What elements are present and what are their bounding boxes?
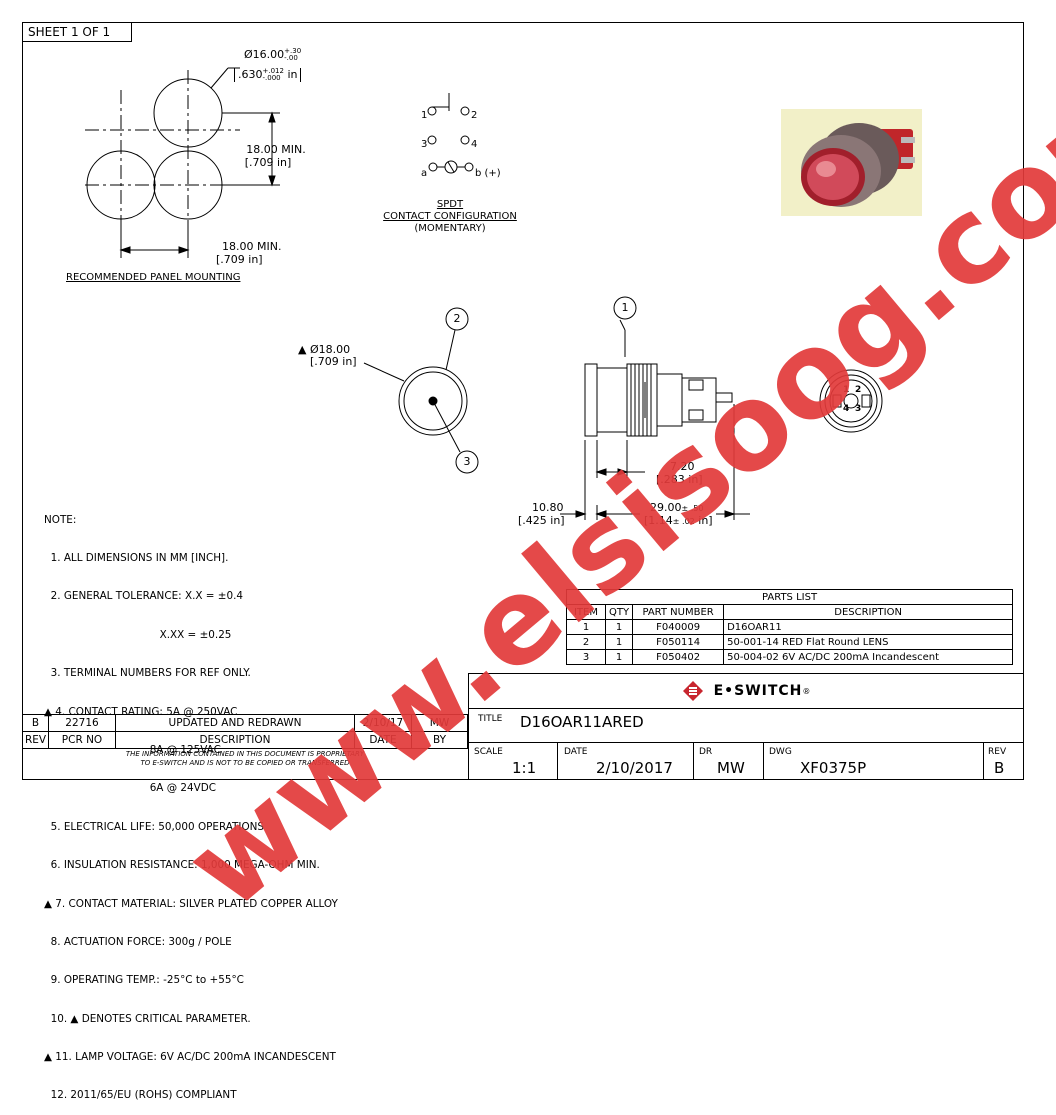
note-line: 1. ALL DIMENSIONS IN MM [INCH]. bbox=[44, 551, 229, 564]
scale-value: 1:1 bbox=[512, 759, 537, 777]
contact-terminal-4: 4 bbox=[471, 139, 478, 150]
balloon-3: 3 bbox=[463, 455, 471, 468]
table-row: 3 1 F050402 50-004-02 6V AC/DC 200mA Inc… bbox=[566, 649, 1014, 665]
balloon-1: 1 bbox=[621, 301, 629, 314]
panel-horizontal-dim: 18.00 MIN. [.709 in] bbox=[216, 240, 282, 266]
note-line: ▲ 7. CONTACT MATERIAL: SILVER PLATED COP… bbox=[44, 897, 338, 910]
parts-list-table: PARTS LIST ITEM QTY PART NUMBER DESCRIPT… bbox=[565, 589, 1014, 665]
note-line: 8A @ 125VAC bbox=[44, 743, 221, 756]
front-dia-inch-label: [.709 in] bbox=[310, 355, 357, 368]
eswitch-logo-icon bbox=[682, 681, 703, 701]
table-row: 1 1 F040009 D16OAR11 bbox=[566, 619, 1014, 635]
contact-terminal-a: a bbox=[421, 168, 428, 179]
title-block-bottom: SCALE 1:1 DATE 2/10/2017 DR MW DWG XF037… bbox=[468, 743, 1024, 780]
panel-mounting-drawing bbox=[85, 67, 280, 258]
contact-terminal-b: b (+) bbox=[475, 168, 501, 179]
note-line: NOTE: bbox=[44, 513, 77, 526]
dim-29-00: 29.00± .50 [1.14± .02 in] bbox=[644, 501, 713, 527]
notes-block: NOTE: 1. ALL DIMENSIONS IN MM [INCH]. 2.… bbox=[44, 488, 338, 1115]
drawn-by-value: MW bbox=[717, 759, 745, 777]
brand-name: E•SWITCH bbox=[713, 683, 803, 699]
contact-caption: SPDT CONTACT CONFIGURATION (MOMENTARY) bbox=[383, 199, 517, 234]
drawing-title: D16OAR11ARED bbox=[520, 713, 644, 731]
rear-terminal-1: 1 bbox=[843, 385, 850, 395]
brand-reg: ® bbox=[802, 686, 811, 696]
rev-value: B bbox=[994, 759, 1005, 777]
rear-terminal-4: 4 bbox=[843, 404, 850, 414]
note-line: 3. TERMINAL NUMBERS FOR REF ONLY. bbox=[44, 667, 251, 680]
dwg-number-value: XF0375P bbox=[800, 759, 867, 777]
panel-mounting-caption: RECOMMENDED PANEL MOUNTING bbox=[66, 272, 241, 283]
contact-terminal-3: 3 bbox=[421, 139, 428, 150]
front-view-drawing bbox=[363, 307, 479, 474]
dim-10-80: 10.80 [.425 in] bbox=[518, 501, 565, 527]
title-row: TITLE D16OAR11ARED bbox=[468, 709, 1024, 743]
note-line: 8. ACTUATION FORCE: 300g / POLE bbox=[44, 935, 232, 948]
contact-terminal-1: 1 bbox=[421, 110, 428, 121]
parts-list-title: PARTS LIST bbox=[565, 589, 1014, 605]
note-line: X.XX = ±0.25 bbox=[44, 628, 232, 641]
side-view-drawing bbox=[560, 296, 750, 520]
note-line: 10. ▲ DENOTES CRITICAL PARAMETER. bbox=[44, 1012, 251, 1025]
panel-dia-label: Ø16.00+.30-.00 bbox=[244, 47, 302, 62]
drawing-canvas bbox=[85, 67, 883, 520]
revision-table: B 22716 UPDATED AND REDRAWN 2/10/17 MW R… bbox=[22, 714, 468, 780]
note-line: 9. OPERATING TEMP.: -25°C to +55°C bbox=[44, 974, 244, 987]
brand-row: E•SWITCH® bbox=[468, 673, 1024, 709]
rear-view-drawing bbox=[819, 369, 883, 433]
table-row: 2 1 F050114 50-001-14 RED Flat Round LEN… bbox=[566, 634, 1014, 650]
note-line: 6. INSULATION RESISTANCE: 1,000 MEGA-OHM… bbox=[44, 859, 320, 872]
panel-vertical-dim: 18.00 MIN. [.709 in] bbox=[244, 143, 306, 169]
rear-terminal-2: 2 bbox=[855, 385, 862, 395]
balloon-2: 2 bbox=[453, 312, 461, 325]
dim-7-20: 7.20 [.283 in] bbox=[656, 460, 703, 486]
title-block-divider bbox=[468, 673, 469, 780]
note-line: 5. ELECTRICAL LIFE: 50,000 OPERATIONS bbox=[44, 820, 265, 833]
note-line: ▲ 11. LAMP VOLTAGE: 6V AC/DC 200mA INCAN… bbox=[44, 1051, 336, 1064]
sheet-frame bbox=[22, 22, 1024, 780]
product-photo bbox=[781, 109, 922, 216]
disclaimer: THE INFORMATION CONTAINED IN THIS DOCUME… bbox=[125, 750, 365, 767]
contact-schematic bbox=[427, 93, 474, 174]
note-line: 12. 2011/65/EU (ROHS) COMPLIANT bbox=[44, 1089, 237, 1102]
note-line: 6A @ 24VDC bbox=[44, 782, 216, 795]
note-line: 2. GENERAL TOLERANCE: X.X = ±0.4 bbox=[44, 590, 244, 603]
contact-terminal-2: 2 bbox=[471, 110, 478, 121]
sheet-label: SHEET 1 OF 1 bbox=[22, 22, 132, 42]
date-value: 2/10/2017 bbox=[596, 759, 673, 777]
parts-list-header: ITEM QTY PART NUMBER DESCRIPTION bbox=[566, 604, 1014, 620]
rear-terminal-3: 3 bbox=[855, 404, 862, 414]
panel-dia-inch-label: .630+.012-.000 in bbox=[234, 68, 302, 82]
front-dia-label: ▲ Ø18.00 bbox=[298, 343, 351, 356]
